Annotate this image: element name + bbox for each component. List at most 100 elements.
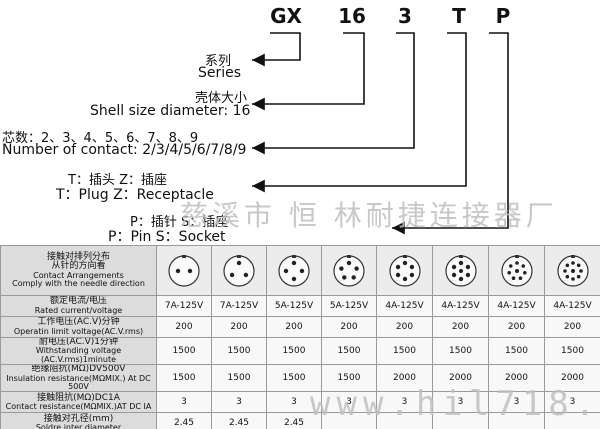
shell-outline	[223, 254, 255, 287]
table-cell: 4A-125V	[544, 295, 600, 317]
code-pin: P	[495, 4, 511, 28]
row-header-en: Rated current/voltage	[34, 305, 123, 315]
table-cell: 5A-125V	[266, 295, 322, 317]
pin-dot	[409, 264, 414, 269]
pin-dot	[578, 268, 583, 273]
table-cell: 3	[321, 391, 377, 414]
row-header-cn: 接触对孔径(mm)	[43, 413, 114, 424]
table-cell: 4A-125V	[376, 295, 433, 317]
table-cell: 1500	[156, 364, 212, 393]
table-cell: 1500	[156, 336, 212, 366]
row-header-en: Soldre inter diameter	[35, 422, 122, 429]
pin-dot	[451, 272, 456, 277]
pin-layout-2-icon	[168, 254, 200, 287]
table-cell: 1500	[266, 336, 322, 366]
row-header-en: Insulation resistance(MΩMIX.) At DC 500V	[6, 373, 151, 392]
key-notch	[514, 254, 519, 258]
line-contacts	[252, 32, 415, 155]
plug-label-cn: T：插头 Z：插座	[68, 173, 167, 188]
pin-dot	[562, 268, 567, 273]
pin-layout-cell	[321, 245, 377, 296]
table-cell: 3	[211, 391, 267, 414]
table-cell: 1500	[432, 336, 489, 366]
key-notch	[182, 254, 186, 258]
pin-dot	[346, 260, 352, 265]
table-cell: 200	[488, 316, 545, 338]
pin-dot	[451, 264, 456, 269]
code-series: GX	[270, 4, 302, 28]
pin-dot	[395, 264, 400, 269]
pin-dot	[465, 272, 470, 277]
pin-dot	[243, 272, 249, 277]
arrangement-en-1: Contact Arrangements	[33, 270, 124, 280]
table-cell: 2000	[376, 364, 433, 393]
pin-dot	[518, 275, 522, 280]
pin-dot	[576, 263, 580, 267]
shell-outline	[278, 254, 310, 287]
row-header-en: Withstanding voltage (AC.V.rms)1minute	[35, 346, 122, 364]
pin-dot	[511, 275, 515, 280]
shell-label-en: Shell size diameter: 16	[90, 103, 251, 119]
shell-outline	[333, 254, 365, 287]
pin-dot	[351, 274, 356, 280]
table-cell: 200	[544, 316, 600, 338]
pin-dot	[458, 276, 463, 281]
pin-dot	[570, 268, 575, 273]
table-cell: 1500	[321, 336, 377, 366]
pin-dot	[339, 265, 344, 271]
connector-lines	[252, 32, 509, 235]
key-notch	[347, 254, 351, 258]
row-header-cn: 接触阻抗(MΩ)DC1A	[37, 392, 120, 403]
table-cell: 1500	[211, 364, 267, 393]
code-shell: 16	[338, 4, 366, 28]
key-notch	[570, 254, 575, 258]
pin-dot	[458, 268, 463, 273]
table-cell: 1500	[544, 336, 600, 366]
pin-dot	[283, 268, 289, 273]
pin-dot	[342, 274, 347, 280]
pin-dot	[514, 260, 519, 265]
row-header-cn: 绝缘阻抗(MΩ)DV500V	[31, 364, 126, 375]
table-cell	[544, 412, 600, 429]
table-cell: 200	[266, 316, 322, 338]
table-cell: 5A-125V	[321, 295, 377, 317]
pin-dot	[187, 268, 193, 273]
pin-layout-cell	[211, 245, 267, 296]
pin-layout-cell	[488, 245, 545, 296]
table-cell: 2.45	[211, 412, 267, 429]
table-cell: 200	[321, 316, 377, 338]
pin-layout-cell	[156, 245, 212, 296]
pin-dot	[522, 270, 527, 275]
table-cell: 2000	[432, 364, 489, 393]
series-label-cn: 系列	[205, 54, 232, 69]
pin-dot	[514, 268, 519, 273]
pin-label-cn: P：插针 S：插座	[130, 215, 229, 230]
table-row-arrangement: 接触对排列分布 从针的方向看 Contact Arrangements Comp…	[0, 245, 600, 296]
pin-layout-cell	[432, 245, 489, 296]
series-label-en: Series	[198, 65, 242, 81]
table-cell: 1500	[376, 336, 433, 366]
table-cell	[376, 412, 433, 429]
contacts-label-en: Number of contact: 2/3/4/5/6/7/8/9	[2, 142, 247, 158]
table-cell: 7A-125V	[211, 295, 267, 317]
shell-label-cn: 壳体大小	[195, 91, 248, 106]
pin-dot	[565, 263, 569, 267]
pin-layout-5-icon	[333, 254, 365, 287]
pin-dot	[236, 260, 242, 265]
pin-dot	[402, 276, 407, 281]
row-header-en: Contact resistance(MΩMIX.)AT DC IA	[5, 401, 152, 411]
shell-outline	[168, 254, 200, 287]
pin-label-en: P：Pin S：Socket	[108, 229, 226, 245]
pin-dot	[291, 276, 297, 281]
pin-dot	[402, 260, 407, 265]
code-plug: T	[452, 4, 466, 28]
